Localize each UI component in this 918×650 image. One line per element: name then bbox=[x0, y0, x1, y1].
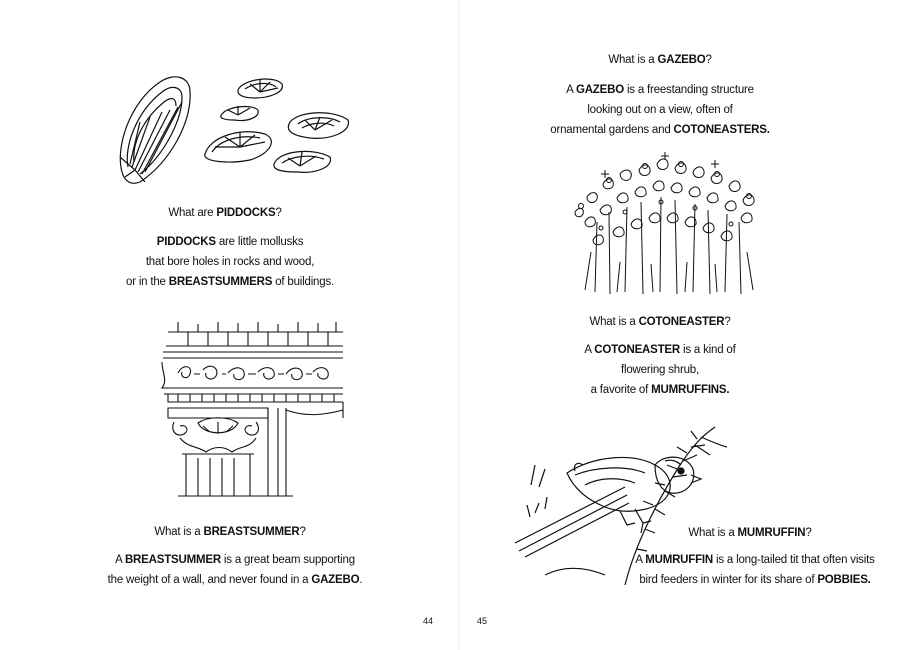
gazebo-answer-line-2: looking out on a view, often of bbox=[587, 104, 733, 116]
breastsummer-answer-line-1: A BREASTSUMMER is a great beam supportin… bbox=[115, 554, 355, 566]
cotoneaster-answer-line-1: A COTONEASTER is a kind of bbox=[584, 344, 736, 356]
breastsummer-illustration bbox=[158, 318, 348, 500]
piddocks-question: What are PIDDOCKS? bbox=[168, 207, 282, 219]
page-gutter bbox=[458, 0, 460, 650]
mumruffin-answer-line-1: A MUMRUFFIN is a long-tailed tit that of… bbox=[635, 554, 875, 566]
piddocks-answer-line-3: or in the BREASTSUMMERS of buildings. bbox=[126, 276, 334, 288]
breastsummer-question: What is a BREASTSUMMER? bbox=[154, 526, 306, 538]
cotoneaster-illustration bbox=[565, 152, 763, 297]
mumruffin-illustration bbox=[505, 425, 735, 590]
piddocks-answer-line-1: PIDDOCKS are little mollusks bbox=[156, 236, 304, 248]
piddocks-answer: PIDDOCKS are little mollusks that bore h… bbox=[80, 232, 380, 292]
gazebo-answer-line-3: ornamental gardens and COTONEASTERS. bbox=[550, 124, 770, 136]
cotoneaster-question: What is a COTONEASTER? bbox=[589, 316, 731, 328]
mumruffin-question: What is a MUMRUFFIN? bbox=[688, 527, 812, 539]
piddocks-answer-line-2: that bore holes in rocks and wood, bbox=[145, 256, 315, 268]
mumruffin-answer: A MUMRUFFIN is a long-tailed tit that of… bbox=[610, 550, 900, 590]
cotoneaster-answer-line-2: flowering shrub, bbox=[621, 364, 699, 376]
breastsummer-answer: A BREASTSUMMER is a great beam supportin… bbox=[70, 550, 400, 590]
gazebo-answer: A GAZEBO is a freestanding structure loo… bbox=[510, 80, 810, 140]
page-number-right: 45 bbox=[477, 616, 488, 626]
piddock-shells-illustration bbox=[110, 62, 360, 187]
mumruffin-answer-line-2: bird feeders in winter for its share of … bbox=[639, 574, 871, 586]
page-number-left: 44 bbox=[423, 616, 434, 626]
cotoneaster-answer-line-3: a favorite of MUMRUFFINS. bbox=[590, 384, 730, 396]
breastsummer-answer-line-2: the weight of a wall, and never found in… bbox=[107, 574, 363, 586]
gazebo-question: What is a GAZEBO? bbox=[608, 54, 712, 66]
gazebo-answer-line-1: A GAZEBO is a freestanding structure bbox=[566, 84, 754, 96]
cotoneaster-answer: A COTONEASTER is a kind of flowering shr… bbox=[530, 340, 790, 400]
